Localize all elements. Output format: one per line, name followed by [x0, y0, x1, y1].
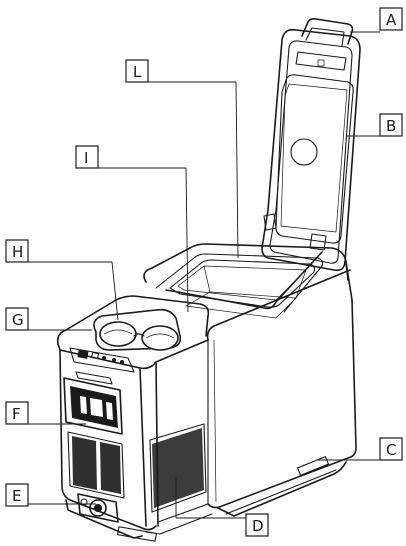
- callout-a-label: A: [386, 11, 397, 29]
- callout-i: I: [75, 145, 189, 313]
- callout-i-label: I: [84, 149, 88, 167]
- callout-f: F: [5, 401, 86, 425]
- callout-l: L: [125, 59, 239, 259]
- callout-g-label: G: [12, 311, 24, 329]
- front-vents: [67, 431, 125, 499]
- control-panel: [69, 347, 135, 373]
- callout-e-label: E: [12, 487, 21, 505]
- callout-c: C: [318, 437, 403, 461]
- callout-b-label: B: [386, 117, 396, 135]
- lid: [261, 18, 361, 272]
- callout-e: E: [5, 483, 96, 507]
- side-vent-grille: [149, 423, 207, 513]
- front-display: [63, 371, 123, 435]
- callout-l-label: L: [133, 63, 142, 81]
- callout-c-label: C: [386, 441, 396, 459]
- callout-h: H: [5, 239, 119, 321]
- cooler-body: [56, 243, 357, 542]
- callout-d-label: D: [252, 517, 264, 535]
- power-socket: [77, 493, 119, 523]
- callout-a: A: [350, 7, 403, 33]
- callout-h-label: H: [12, 243, 23, 261]
- callout-d: D: [175, 478, 269, 537]
- callout-f-label: F: [12, 405, 21, 423]
- lid-circle: [290, 138, 318, 166]
- callout-g: G: [5, 307, 92, 331]
- callout-b: B: [346, 113, 403, 137]
- cup-holders: [93, 308, 182, 351]
